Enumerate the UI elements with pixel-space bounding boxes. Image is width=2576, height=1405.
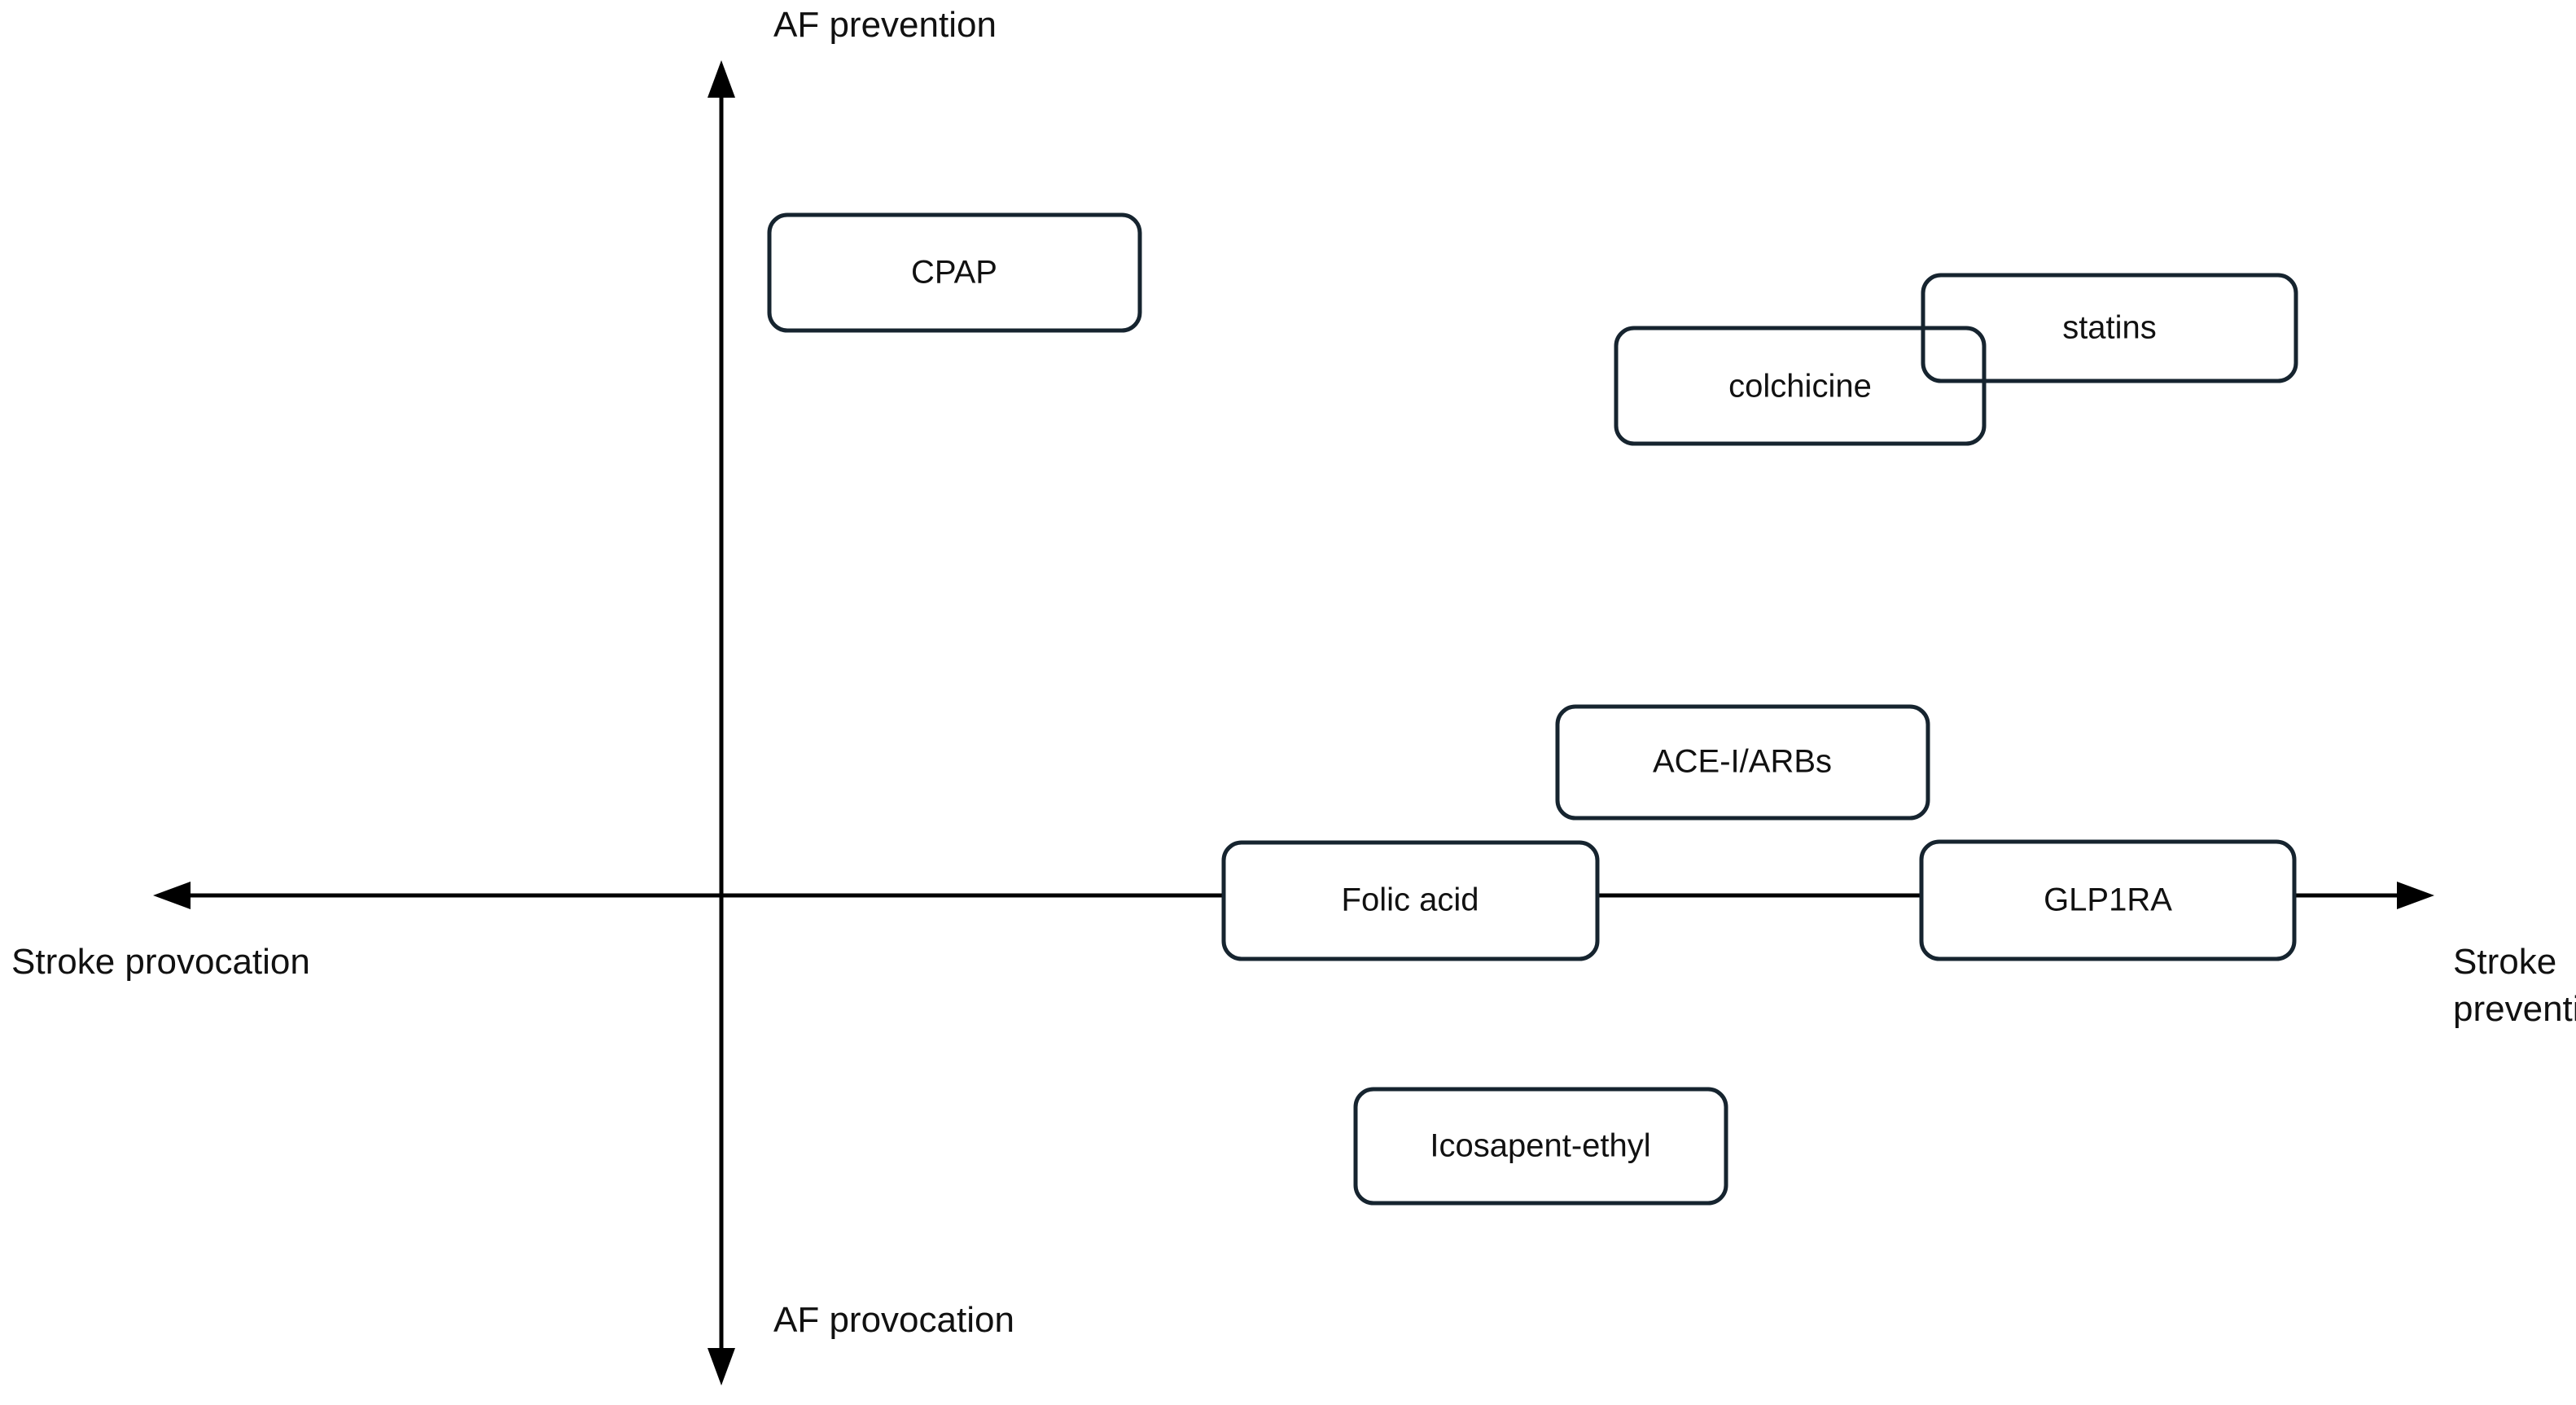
axis-label-stroke-provocation: Stroke provocation — [11, 942, 310, 982]
node-colchicine-label: colchicine — [1728, 369, 1872, 405]
node-icosapent-ethyl[interactable]: Icosapent-ethyl — [1353, 1087, 1728, 1206]
axis-label-af-prevention: AF prevention — [773, 5, 997, 45]
vertical-axis-arrow-down — [708, 1348, 735, 1385]
axis-label-stroke-prevention-line1: Stroke — [2453, 942, 2556, 982]
node-folic-acid-label: Folic acid — [1342, 882, 1479, 918]
vertical-axis — [708, 60, 735, 1385]
node-cpap-label: CPAP — [911, 255, 997, 291]
node-glp1ra-box[interactable] — [1919, 839, 2297, 961]
node-cpap[interactable]: CPAP — [767, 212, 1142, 333]
node-ace-i-arbs-box[interactable] — [1555, 704, 1930, 821]
horizontal-axis-arrow-right — [2397, 882, 2434, 909]
node-ace-i-arbs-label: ACE-I/ARBs — [1653, 744, 1832, 780]
axis-label-stroke-prevention-line2: prevention — [2453, 989, 2576, 1029]
node-cpap-box[interactable] — [767, 212, 1142, 333]
node-folic-acid-box[interactable] — [1221, 840, 1600, 961]
node-ace-i-arbs[interactable]: ACE-I/ARBs — [1555, 704, 1930, 821]
horizontal-axis-arrow-left — [153, 882, 191, 909]
node-colchicine[interactable]: colchicine — [1614, 326, 1987, 446]
node-statins-label: statins — [2062, 310, 2157, 346]
node-icosapent-ethyl-label: Icosapent-ethyl — [1430, 1128, 1650, 1164]
vertical-axis-arrow-up — [708, 60, 735, 98]
node-glp1ra-label: GLP1RA — [2044, 882, 2172, 918]
node-folic-acid[interactable]: Folic acid — [1221, 840, 1600, 961]
node-statins[interactable]: statins — [1921, 273, 2298, 383]
node-icosapent-ethyl-box[interactable] — [1353, 1087, 1728, 1206]
node-colchicine-box[interactable] — [1614, 326, 1987, 446]
axis-label-af-provocation: AF provocation — [773, 1300, 1014, 1340]
node-glp1ra[interactable]: GLP1RA — [1919, 839, 2297, 961]
